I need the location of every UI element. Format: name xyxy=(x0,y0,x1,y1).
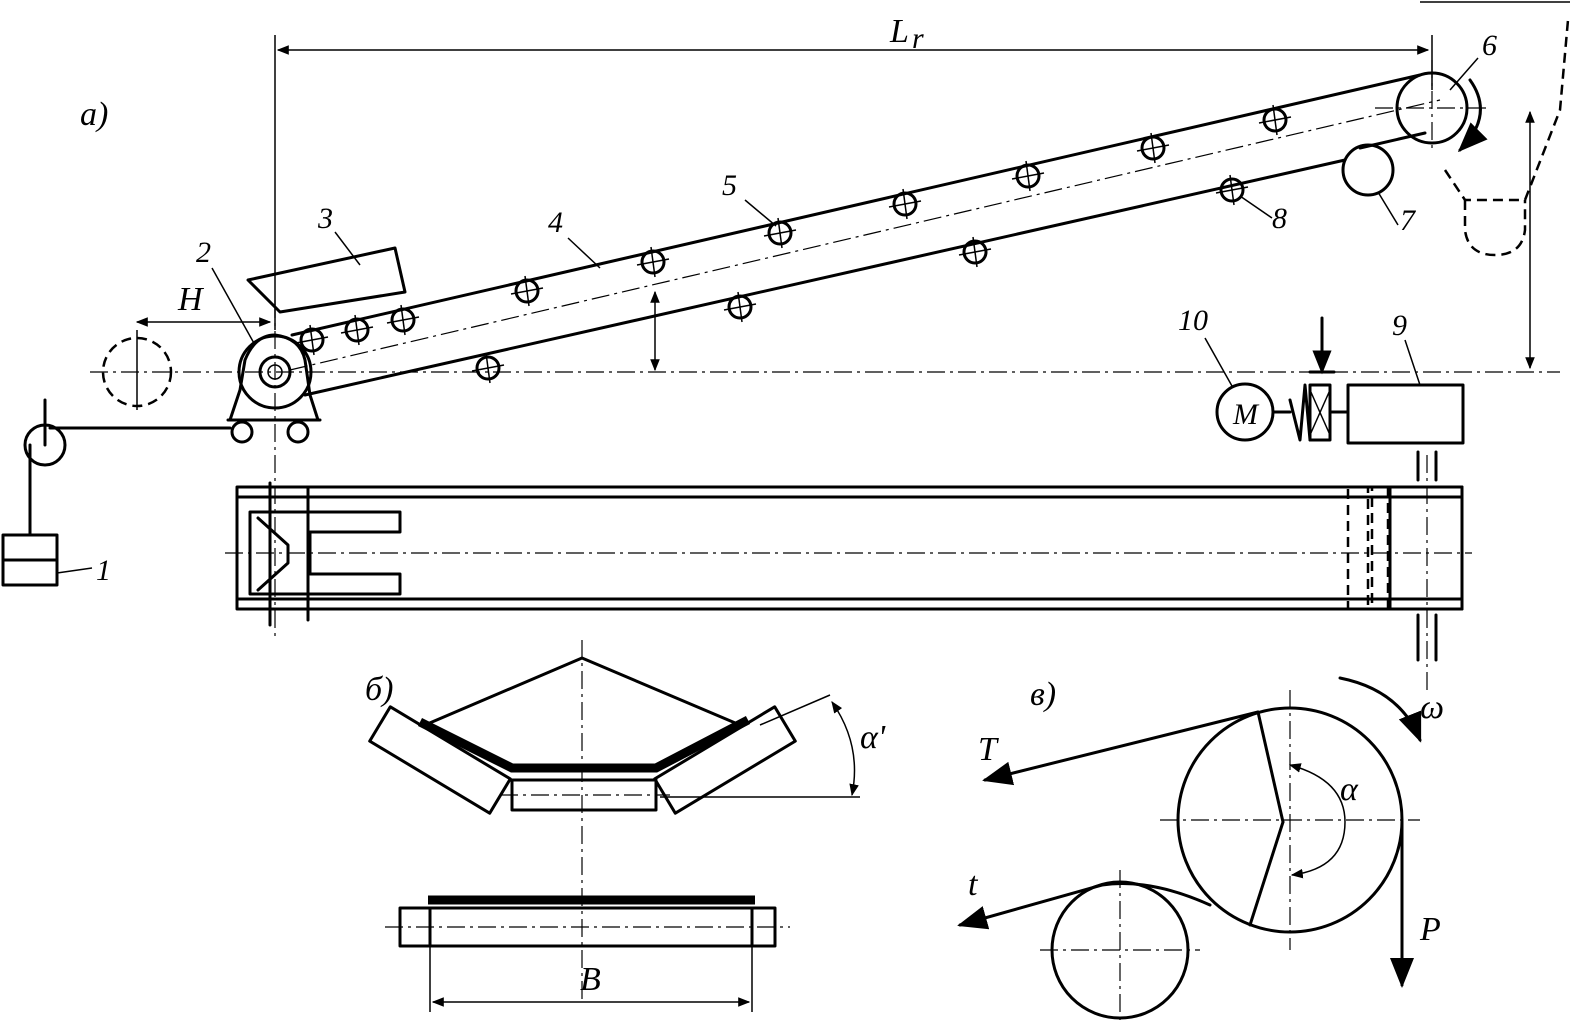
idler xyxy=(958,236,992,268)
callout-2: 2 xyxy=(196,236,211,269)
motor-label: M xyxy=(1232,398,1260,431)
label-t-lower: t xyxy=(968,866,979,903)
idler xyxy=(1215,174,1249,206)
idler xyxy=(471,352,505,384)
idler xyxy=(295,324,329,356)
label-alpha: α xyxy=(1340,771,1359,808)
callout-7: 7 xyxy=(1400,204,1417,237)
view-b-label: б) xyxy=(365,671,393,708)
label-h: H xyxy=(177,281,205,318)
label-lr-sub: r xyxy=(912,22,924,55)
callout-1: 1 xyxy=(96,554,111,587)
idler xyxy=(386,304,420,336)
labels: a) б) в) 1 2 3 4 5 6 7 8 9 10 H α' B T t… xyxy=(56,29,1497,998)
troughing-idler-view xyxy=(368,640,860,1012)
callout-5: 5 xyxy=(722,169,737,202)
tail-pulley-cart xyxy=(226,333,322,444)
label-t-upper: T xyxy=(978,731,999,768)
idler xyxy=(340,314,374,346)
side-view: L r xyxy=(1,1,1570,640)
view-v-label: в) xyxy=(1030,676,1056,713)
idler xyxy=(1011,160,1045,192)
idler xyxy=(510,275,544,307)
label-lr: L xyxy=(889,13,909,50)
head-pulley xyxy=(1375,60,1490,153)
view-a-label: a) xyxy=(80,96,108,133)
callout-10: 10 xyxy=(1178,304,1208,337)
label-p: P xyxy=(1419,911,1441,948)
drive-unit: M xyxy=(1215,316,1465,482)
return-idlers xyxy=(471,174,1249,384)
take-up-weight xyxy=(1,398,232,587)
idler xyxy=(888,188,922,220)
loading-hopper xyxy=(246,246,407,314)
idler xyxy=(763,217,797,249)
plan-view xyxy=(225,455,1472,690)
callout-6: 6 xyxy=(1482,29,1497,62)
snub-pulley xyxy=(1341,143,1395,197)
upper-idlers xyxy=(295,104,1292,356)
label-omega: ω xyxy=(1420,689,1444,726)
drive-pulley-forces xyxy=(957,676,1422,1025)
callout-4: 4 xyxy=(548,206,563,239)
label-b: B xyxy=(580,961,601,998)
idler xyxy=(723,291,757,323)
length-dimension: L r xyxy=(274,13,1433,330)
callout-8: 8 xyxy=(1272,202,1287,235)
callout-9: 9 xyxy=(1392,309,1407,342)
discharge-chute xyxy=(1420,1,1570,257)
idler xyxy=(636,246,670,278)
idler xyxy=(1258,104,1292,136)
idler xyxy=(1136,132,1170,164)
conveyor-belt xyxy=(289,73,1441,397)
callout-3: 3 xyxy=(317,202,333,235)
label-alpha-prime: α' xyxy=(860,719,886,756)
